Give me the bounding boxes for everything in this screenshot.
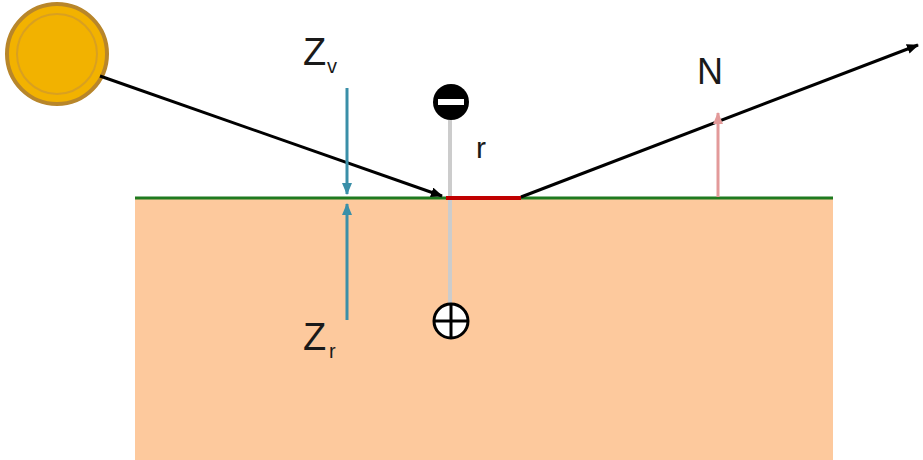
light-source — [7, 4, 107, 104]
variable-symbol: Z — [303, 318, 326, 356]
subscript: r — [329, 341, 336, 361]
normal-label: N — [697, 54, 723, 90]
incident-ray — [100, 76, 442, 196]
zr-arrow — [346, 204, 349, 320]
exit-ray — [521, 45, 918, 197]
negative-charge — [433, 84, 469, 120]
variable-symbol: Z — [303, 33, 326, 71]
normal-arrow — [717, 113, 720, 197]
medium — [135, 198, 833, 460]
subscript: v — [327, 56, 337, 76]
surface-line — [135, 197, 833, 200]
positive-charge — [434, 304, 468, 338]
distance-segment — [446, 196, 521, 200]
distance-label: r — [476, 133, 486, 163]
zv-arrow — [346, 88, 349, 194]
dipole-axis — [448, 120, 452, 303]
